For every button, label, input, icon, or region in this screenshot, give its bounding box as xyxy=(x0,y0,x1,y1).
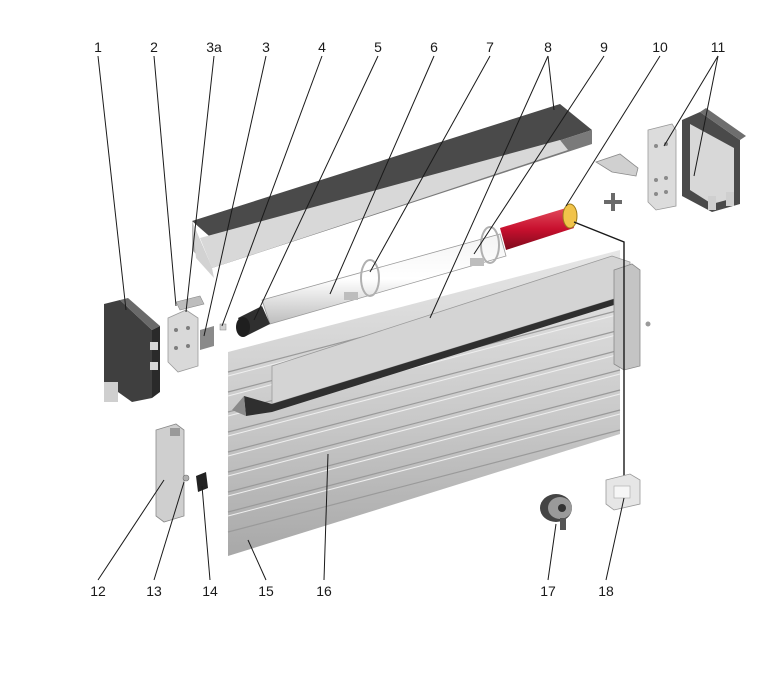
label-3a: 3a xyxy=(206,39,222,55)
box-cover-top xyxy=(192,104,592,278)
label-13: 13 xyxy=(146,583,162,599)
motor-cable xyxy=(573,221,625,480)
label-8: 8 xyxy=(544,39,552,55)
label-6: 6 xyxy=(430,39,438,55)
label-12: 12 xyxy=(90,583,106,599)
left-guide-rail xyxy=(155,423,185,523)
key-switch xyxy=(540,494,572,530)
right-end-box xyxy=(595,108,746,212)
label-18: 18 xyxy=(598,583,614,599)
left-end-box xyxy=(104,298,160,402)
label-9: 9 xyxy=(600,39,608,55)
label-15: 15 xyxy=(258,583,274,599)
label-17: 17 xyxy=(540,583,556,599)
label-14: 14 xyxy=(202,583,218,599)
roller-tube xyxy=(236,203,578,337)
label-1: 1 xyxy=(94,39,102,55)
wall-switch xyxy=(605,473,641,511)
bracket-plate xyxy=(167,295,227,373)
label-10: 10 xyxy=(652,39,668,55)
right-guide-rail xyxy=(613,263,651,371)
label-4: 4 xyxy=(318,39,326,55)
label-3: 3 xyxy=(262,39,270,55)
screw-part xyxy=(182,474,190,482)
leader-lines xyxy=(97,55,719,581)
label-2: 2 xyxy=(150,39,158,55)
part-labels: 1 2 3a 3 4 5 6 7 8 9 10 11 12 13 14 15 1… xyxy=(90,39,725,599)
label-16: 16 xyxy=(316,583,332,599)
label-11: 11 xyxy=(711,39,726,55)
label-7: 7 xyxy=(486,39,494,55)
stopper-part xyxy=(196,472,208,492)
label-5: 5 xyxy=(374,39,382,55)
